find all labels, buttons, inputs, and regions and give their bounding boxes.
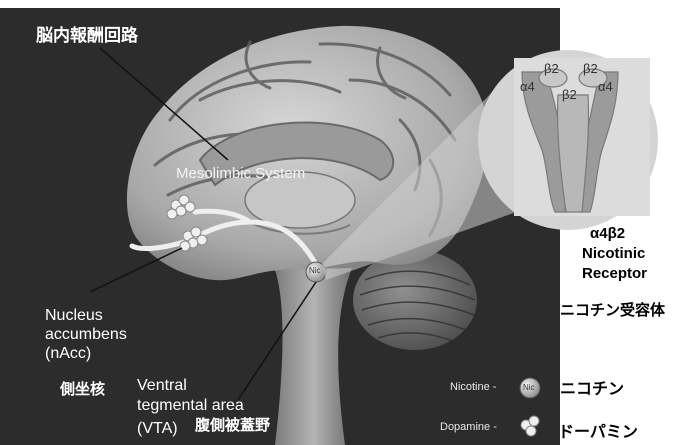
subunit-b2-left: β2 (544, 62, 559, 76)
subunit-a4-left: α4 (520, 80, 535, 94)
legend-nicotine-label: Nicotine - (450, 382, 496, 394)
nacc-label-line3: (nAcc) (45, 346, 91, 363)
subunit-a4-right: α4 (598, 80, 613, 94)
legend-dopamine-jp: ドーパミン (558, 424, 638, 441)
reward-circuit-label: 脳内報酬回路 (36, 28, 138, 46)
legend-nicotine-icon-text: Nic (523, 384, 535, 392)
receptor-jp-label: ニコチン受容体 (560, 303, 665, 319)
mesolimbic-label: Mesolimbic System (176, 166, 305, 182)
nacc-label-line2: accumbens (45, 327, 127, 344)
receptor-label-line2: Nicotinic (582, 246, 645, 262)
legend-dopamine-label: Dopamine - (440, 422, 497, 434)
vta-label-line2: tegmental area (137, 398, 244, 415)
nic-node-text: Nic (309, 267, 321, 275)
vta-label-line1: Ventral (137, 378, 187, 395)
subunit-b2-center: β2 (562, 88, 577, 102)
receptor-label-line3: Receptor (582, 266, 647, 282)
nacc-jp-label: 側坐核 (60, 382, 105, 398)
vta-jp-label: 腹側被蓋野 (195, 418, 270, 434)
subunit-b2-right: β2 (583, 62, 598, 76)
cerebellum (353, 250, 477, 350)
vta-label-line3: (VTA) (137, 421, 178, 438)
legend-nicotine-jp: ニコチン (560, 381, 624, 398)
receptor-label-line1: α4β2 (590, 226, 625, 242)
nacc-label-line1: Nucleus (45, 308, 103, 325)
